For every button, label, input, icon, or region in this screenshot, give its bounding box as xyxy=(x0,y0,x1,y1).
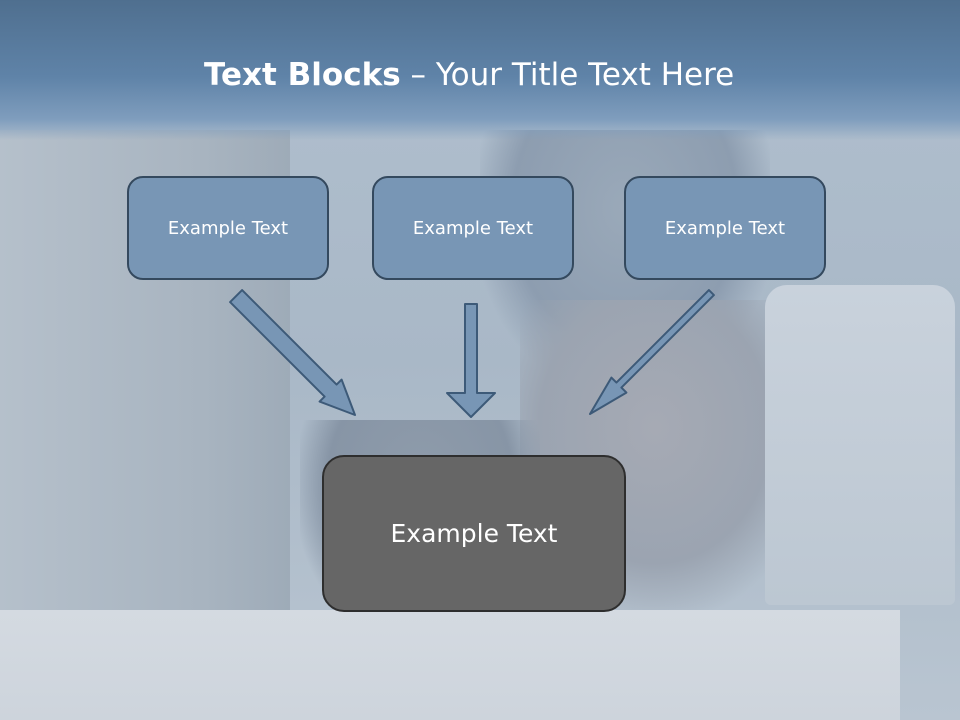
slide-title-bold: Text Blocks xyxy=(204,57,401,93)
background-sofa-arm xyxy=(765,285,955,605)
text-block-2[interactable]: Example Text xyxy=(372,176,574,280)
arrow-right xyxy=(589,289,715,415)
slide-title: Text Blocks – Your Title Text Here xyxy=(204,52,734,102)
text-block-1-label: Example Text xyxy=(167,217,289,239)
text-block-1[interactable]: Example Text xyxy=(127,176,329,280)
text-block-result[interactable]: Example Text xyxy=(322,455,626,612)
text-block-3-label: Example Text xyxy=(664,217,786,239)
slide-title-rest: – Your Title Text Here xyxy=(400,57,735,93)
text-block-result-label: Example Text xyxy=(390,519,558,548)
arrow-left xyxy=(229,289,356,416)
background-table xyxy=(0,610,900,720)
arrow-middle xyxy=(446,303,496,418)
title-band xyxy=(0,0,960,140)
text-block-3[interactable]: Example Text xyxy=(624,176,826,280)
text-block-2-label: Example Text xyxy=(412,217,534,239)
